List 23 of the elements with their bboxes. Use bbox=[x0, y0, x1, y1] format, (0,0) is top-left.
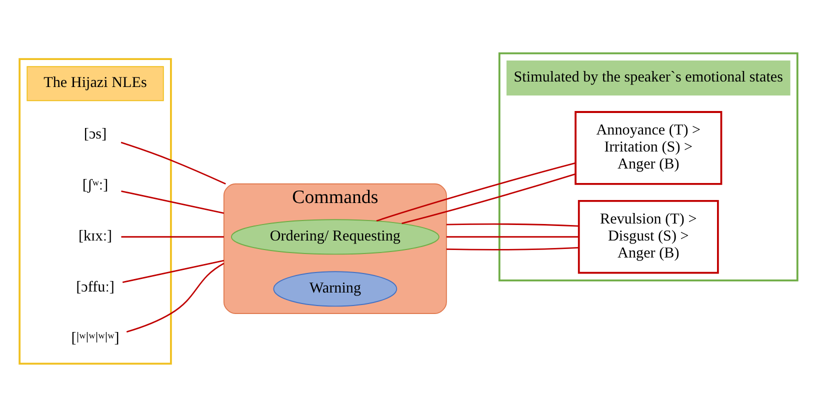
connector bbox=[402, 173, 576, 224]
cluster bbox=[18, 58, 172, 365]
connector bbox=[126, 262, 224, 333]
connector bbox=[122, 260, 224, 283]
node-box: Revulsion (T) > Disgust (S) > Anger (B) bbox=[578, 200, 719, 274]
connector bbox=[376, 162, 576, 222]
connector bbox=[120, 142, 226, 185]
connector bbox=[121, 236, 224, 238]
node-text: [ʃʷː] bbox=[82, 177, 108, 194]
node-text: [ɔs] bbox=[84, 126, 107, 142]
node-text: [kɪxː] bbox=[78, 228, 112, 244]
node-box: Stimulated by the speaker`s emotional states bbox=[506, 60, 790, 96]
connector bbox=[121, 190, 224, 214]
node-ellipse: Ordering/ Requesting bbox=[230, 219, 440, 255]
connector bbox=[446, 246, 579, 250]
node-text: [ǀʷǀʷǀʷǀʷ] bbox=[71, 330, 120, 347]
node-box: The Hijazi NLEs bbox=[26, 66, 164, 102]
connector bbox=[446, 236, 579, 238]
node-text: [ɔffuː] bbox=[76, 280, 114, 296]
connector bbox=[446, 223, 579, 227]
node-ellipse: Warning bbox=[273, 271, 398, 307]
cluster bbox=[498, 52, 798, 282]
node-box: Annoyance (T) > Irritation (S) > Anger (B) bbox=[574, 111, 722, 185]
